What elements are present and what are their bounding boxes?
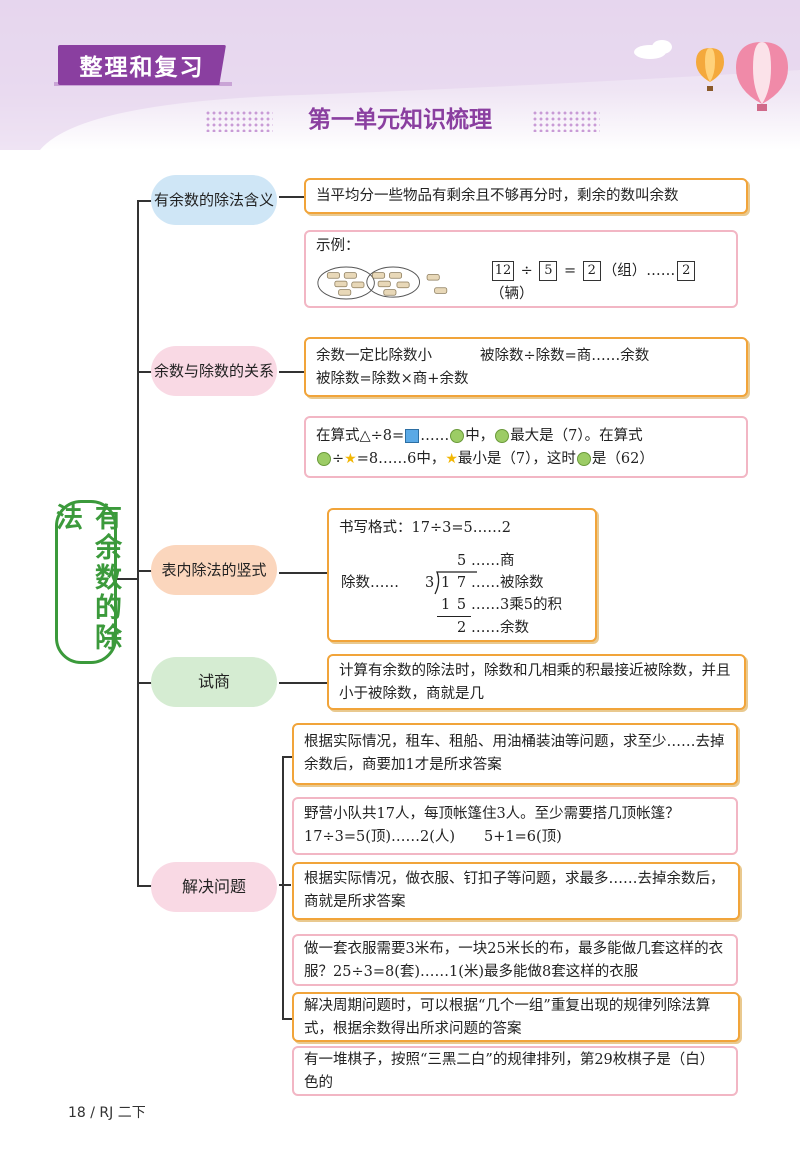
ellipsis: ……	[646, 263, 676, 279]
unit-title: 第一单元知识梳理	[308, 107, 492, 133]
green-circle-icon	[317, 452, 331, 466]
topic-meaning: 有余数的除法含义	[151, 175, 277, 225]
remainder-unit: （辆）	[490, 286, 534, 302]
example-equation: 12 ÷ 5 = 2（组）……2（辆）	[490, 260, 726, 306]
problem-example-2: 做一套衣服需要3米布，一块25米长的布，最多能做几套这样的衣服？25÷3=8(套…	[304, 941, 724, 980]
problems-bracket	[282, 756, 284, 1020]
remainder-note: ……余数	[471, 620, 529, 636]
problem-example-2-box: 做一套衣服需要3米布，一块25米长的布，最多能做几套这样的衣服？25÷3=8(套…	[292, 934, 738, 986]
green-circle-icon	[576, 452, 591, 466]
product-digits: 1 5	[441, 597, 468, 613]
title-dots-right	[532, 110, 600, 132]
problem-rule-2: 根据实际情况，做衣服、钉扣子等问题，求最多……去掉余数后，商就是所求答案	[304, 871, 725, 910]
problem-rule-3-box: 解决周期问题时，可以根据“几个一组”重复出现的规律列除法算式，根据余数得出所求问…	[292, 992, 740, 1042]
rel-ex-l2-a: ÷	[332, 451, 345, 467]
meaning-definition: 当平均分一些物品有剩余且不够再分时，剩余的数叫余数	[316, 188, 679, 204]
trial-text: 计算有余数的除法时，除数和几相乘的积最接近被除数，并且小于被除数，商就是几	[339, 663, 731, 702]
root-title-box: 有余数的除法	[51, 500, 121, 664]
product-note: ……3乘5的积	[471, 597, 562, 613]
relation-line-2: 被除数=除数×商+余数	[316, 371, 469, 387]
problems-tick-2	[282, 1018, 292, 1020]
topic-trial: 试商	[151, 657, 277, 707]
dividend-box: 12	[492, 261, 514, 281]
dividend-note: ……被除数	[471, 575, 544, 591]
star-icon: ★	[344, 451, 357, 467]
link-trial	[279, 682, 327, 684]
section-badge: 整理和复习	[58, 45, 226, 85]
rel-ex-l2-b: =8……6中，	[356, 451, 446, 467]
green-circle-icon	[450, 429, 465, 443]
rel-ex-l1-mid2: 中，	[465, 428, 495, 444]
relation-example-box: 在算式△÷8=……中，最大是（7）。在算式 ÷★=8……6中，★最小是（7），这…	[304, 416, 748, 478]
vertical-division-box: 书写格式：17÷3=5……2 5 ……商 除数…… 3 1 7 ……被除数 1 …	[327, 508, 597, 642]
problem-example-1-box: 野营小队共17人，每顶帐篷住3人。至少需要搭几顶帐篷？ 17÷3=5(顶)……2…	[292, 797, 738, 855]
problem-example-3: 有一堆棋子，按照“三黑二白”的规律排列，第29枚棋子是（白）色的	[304, 1052, 715, 1091]
rel-ex-l2-c: 最小是（7），这时	[457, 451, 576, 467]
green-circle-icon	[495, 429, 510, 443]
meaning-definition-box: 当平均分一些物品有剩余且不够再分时，剩余的数叫余数	[304, 178, 748, 214]
remainder-box: 2	[677, 261, 696, 281]
rel-ex-l1-post: 最大是（7）。在算式	[510, 428, 643, 444]
root-title: 有余数的除法	[51, 503, 121, 653]
trial-box: 计算有余数的除法时，除数和几相乘的积最接近被除数，并且小于被除数，商就是几	[327, 654, 746, 710]
title-dots-left	[205, 110, 273, 132]
problem-rule-1: 根据实际情况，租车、租船、用油桶装油等问题，求至少……去掉余数后，商要加1才是所…	[304, 734, 725, 773]
link-relation	[279, 371, 304, 373]
topic-problems: 解决问题	[151, 862, 277, 912]
equals-sign: =	[563, 263, 577, 279]
relation-rule-box: 余数一定比除数小 被除数÷除数=商……余数 被除数=除数×商+余数	[304, 337, 748, 397]
example-label: 示例：	[316, 238, 360, 254]
quotient-box: 2	[582, 261, 601, 281]
topic-vertical: 表内除法的竖式	[151, 545, 277, 595]
link-problems	[279, 884, 291, 886]
quotient-unit: （组）	[602, 263, 647, 279]
blue-square-icon	[405, 429, 420, 443]
star-icon: ★	[445, 451, 458, 467]
problem-rule-1-box: 根据实际情况，租车、租船、用油桶装油等问题，求至少……去掉余数后，商要加1才是所…	[292, 723, 738, 785]
rel-ex-l1-mid: ……	[420, 428, 450, 444]
remainder-digit: 2	[457, 620, 467, 636]
quotient-note: ……商	[471, 553, 515, 569]
rel-ex-l2-d: 是（62）	[591, 451, 654, 467]
tree-trunk	[137, 200, 139, 886]
header-decoration	[0, 0, 800, 150]
subtract-line	[437, 616, 471, 618]
quotient-digit: 5	[457, 553, 467, 569]
divisor-digit: 3	[425, 575, 435, 591]
meaning-example-box: 示例： 12 ÷ 5 = 2（组）……2（辆）	[304, 230, 738, 308]
problem-rule-3: 解决周期问题时，可以根据“几个一组”重复出现的规律列除法算式，根据余数得出所求问…	[304, 998, 711, 1037]
relation-line-1b: 被除数÷除数=商……余数	[480, 348, 650, 364]
problem-example-1-line-2: 17÷3=5(顶)……2(人) 5+1=6(顶)	[304, 829, 562, 845]
divisor-label: 除数……	[341, 575, 399, 591]
div-sign: ÷	[520, 263, 533, 279]
hot-air-balloon-large-icon	[736, 42, 788, 111]
problem-rule-2-box: 根据实际情况，做衣服、钉扣子等问题，求最多……去掉余数后，商就是所求答案	[292, 862, 740, 920]
cloud-icon	[634, 40, 672, 59]
link-meaning	[279, 196, 304, 198]
topic-relation: 余数与除数的关系	[151, 346, 277, 396]
hot-air-balloon-small-icon	[696, 48, 724, 91]
branch-meaning	[137, 200, 153, 202]
root-connector	[111, 578, 138, 580]
problem-example-1-line-1: 野营小队共17人，每顶帐篷住3人。至少需要搭几顶帐篷？	[304, 806, 680, 822]
link-vertical	[279, 572, 327, 574]
problems-tick-1	[282, 756, 292, 758]
branch-vertical	[137, 570, 153, 572]
dividend-digits: 1 7	[441, 575, 468, 591]
branch-problems	[137, 885, 153, 887]
rel-ex-l1-pre: 在算式△÷8=	[316, 428, 405, 444]
branch-trial	[137, 682, 153, 684]
format-line: 书写格式：17÷3=5……2	[339, 520, 511, 536]
branch-relation	[137, 371, 153, 373]
page-footer: 18 / RJ 二下	[68, 1105, 146, 1121]
divisor-box: 5	[539, 261, 558, 281]
problem-example-3-box: 有一堆棋子，按照“三黑二白”的规律排列，第29枚棋子是（白）色的	[292, 1046, 738, 1096]
car-groups-illustration	[317, 266, 448, 300]
long-division-bracket	[434, 571, 477, 595]
relation-line-1a: 余数一定比除数小	[316, 348, 432, 364]
